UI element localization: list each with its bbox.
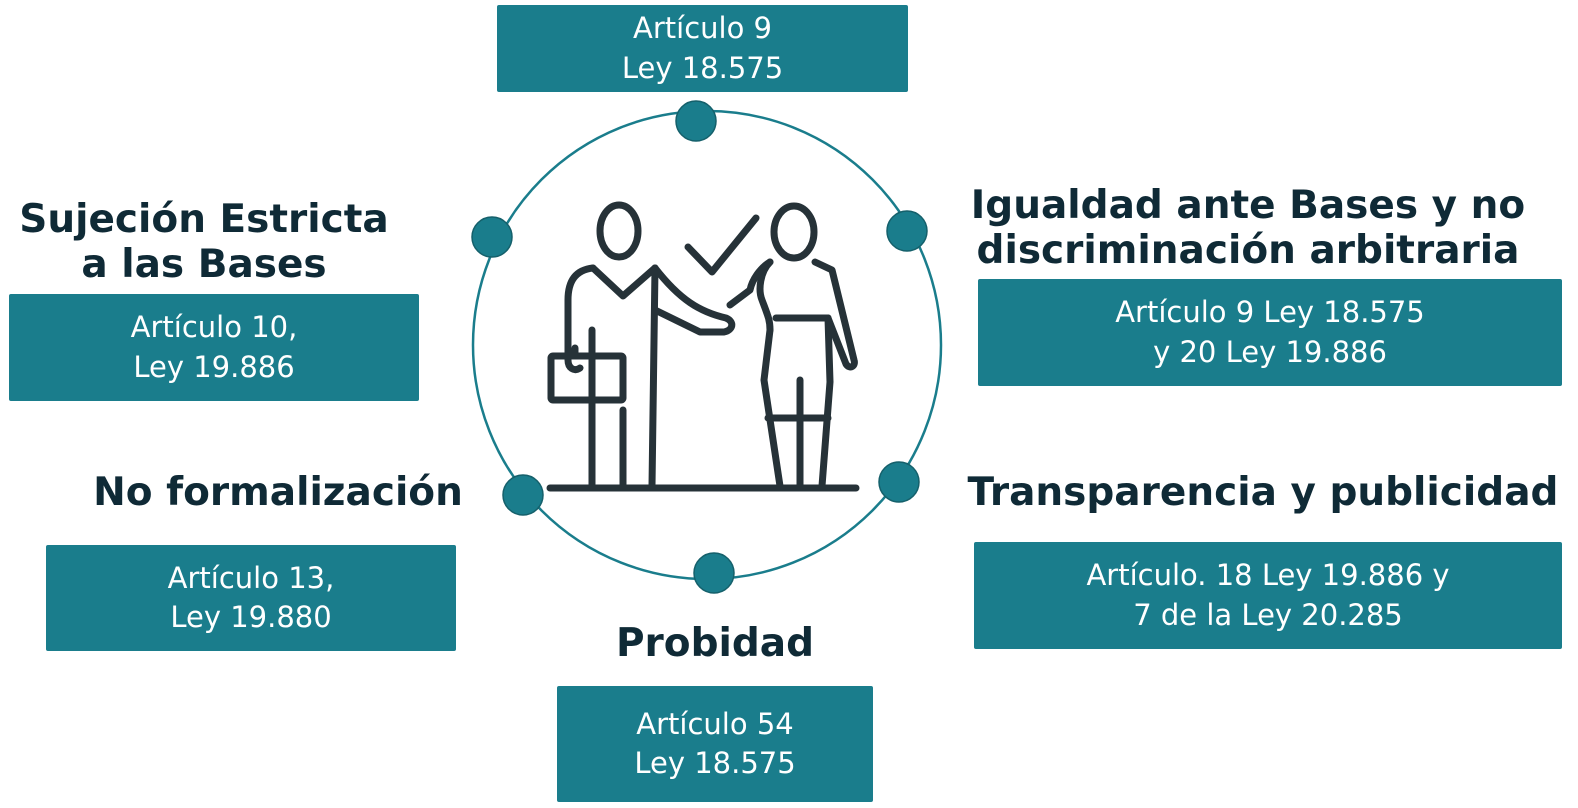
heading-sujecion-estricta: Sujeción Estricta a las Bases (14, 197, 394, 288)
principles-ring (471, 109, 943, 581)
box-sujecion-line2: Ley 19.886 (133, 349, 295, 384)
handshake-agreement-icon (546, 201, 860, 492)
box-igualdad-line1: Artículo 9 Ley 18.575 (1115, 295, 1425, 330)
box-top-line1: Artículo 9 (633, 11, 772, 46)
box-no-formalizacion-line2: Ley 19.880 (170, 600, 332, 634)
node-lower-right (878, 461, 920, 503)
box-top-article: Artículo 9 Ley 18.575 (497, 5, 908, 92)
box-probidad-line2: Ley 18.575 (634, 746, 796, 780)
heading-probidad: Probidad (590, 621, 840, 667)
box-probidad-article: Artículo 54 Ley 18.575 (557, 686, 873, 802)
heading-igualdad: Igualdad ante Bases y no discriminación … (958, 183, 1538, 274)
box-no-formalizacion-line1: Artículo 13, (167, 560, 335, 595)
heading-no-formalizacion-text: No formalización (93, 470, 463, 515)
heading-transparencia: Transparencia y publicidad (958, 470, 1568, 516)
heading-no-formalizacion: No formalización (86, 470, 470, 516)
node-upper-left (471, 216, 513, 258)
box-top-line2: Ley 18.575 (621, 50, 784, 85)
heading-igualdad-line1: Igualdad ante Bases y no (970, 183, 1526, 228)
node-lower-left (502, 474, 544, 516)
box-transparencia-line2: 7 de la Ley 20.285 (1133, 597, 1403, 632)
box-igualdad-article: Artículo 9 Ley 18.575 y 20 Ley 19.886 (978, 279, 1562, 386)
box-probidad-line1: Artículo 54 (636, 706, 794, 741)
heading-sujecion-line2: a las Bases (81, 241, 327, 287)
box-sujecion-line1: Artículo 10, (130, 310, 298, 345)
heading-probidad-text: Probidad (615, 621, 815, 666)
node-top (675, 100, 717, 142)
box-igualdad-line2: y 20 Ley 19.886 (1153, 334, 1387, 369)
box-no-formalizacion-article: Artículo 13, Ley 19.880 (46, 545, 456, 651)
box-sujecion-article: Artículo 10, Ley 19.886 (9, 294, 419, 401)
node-bottom (693, 552, 735, 594)
node-upper-right (886, 210, 928, 252)
heading-igualdad-line2: discriminación arbitraria (976, 227, 1520, 273)
heading-transparencia-text: Transparencia y publicidad (967, 470, 1559, 515)
heading-sujecion-line1: Sujeción Estricta (19, 197, 389, 242)
box-transparencia-article: Artículo. 18 Ley 19.886 y 7 de la Ley 20… (974, 542, 1562, 649)
box-transparencia-line1: Artículo. 18 Ley 19.886 y (1086, 558, 1450, 593)
